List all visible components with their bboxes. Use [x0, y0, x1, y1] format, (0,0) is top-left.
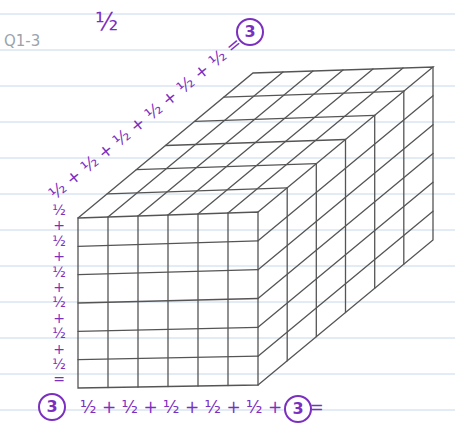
- circled-answer: 3: [236, 18, 264, 46]
- answer-number: 3: [46, 399, 57, 415]
- height-sum: ½+½+½+½+½+½=: [52, 203, 66, 388]
- question-number: Q1-3: [4, 32, 40, 50]
- answer-number: 3: [244, 24, 255, 40]
- unit-fraction: ½: [95, 8, 118, 36]
- answer-number: 3: [292, 401, 303, 417]
- circled-answer: 3: [38, 393, 66, 421]
- circled-answer: 3: [284, 395, 312, 423]
- depth-sum: ½ + ½ + ½ + ½ + ½ + ½ =: [45, 33, 246, 204]
